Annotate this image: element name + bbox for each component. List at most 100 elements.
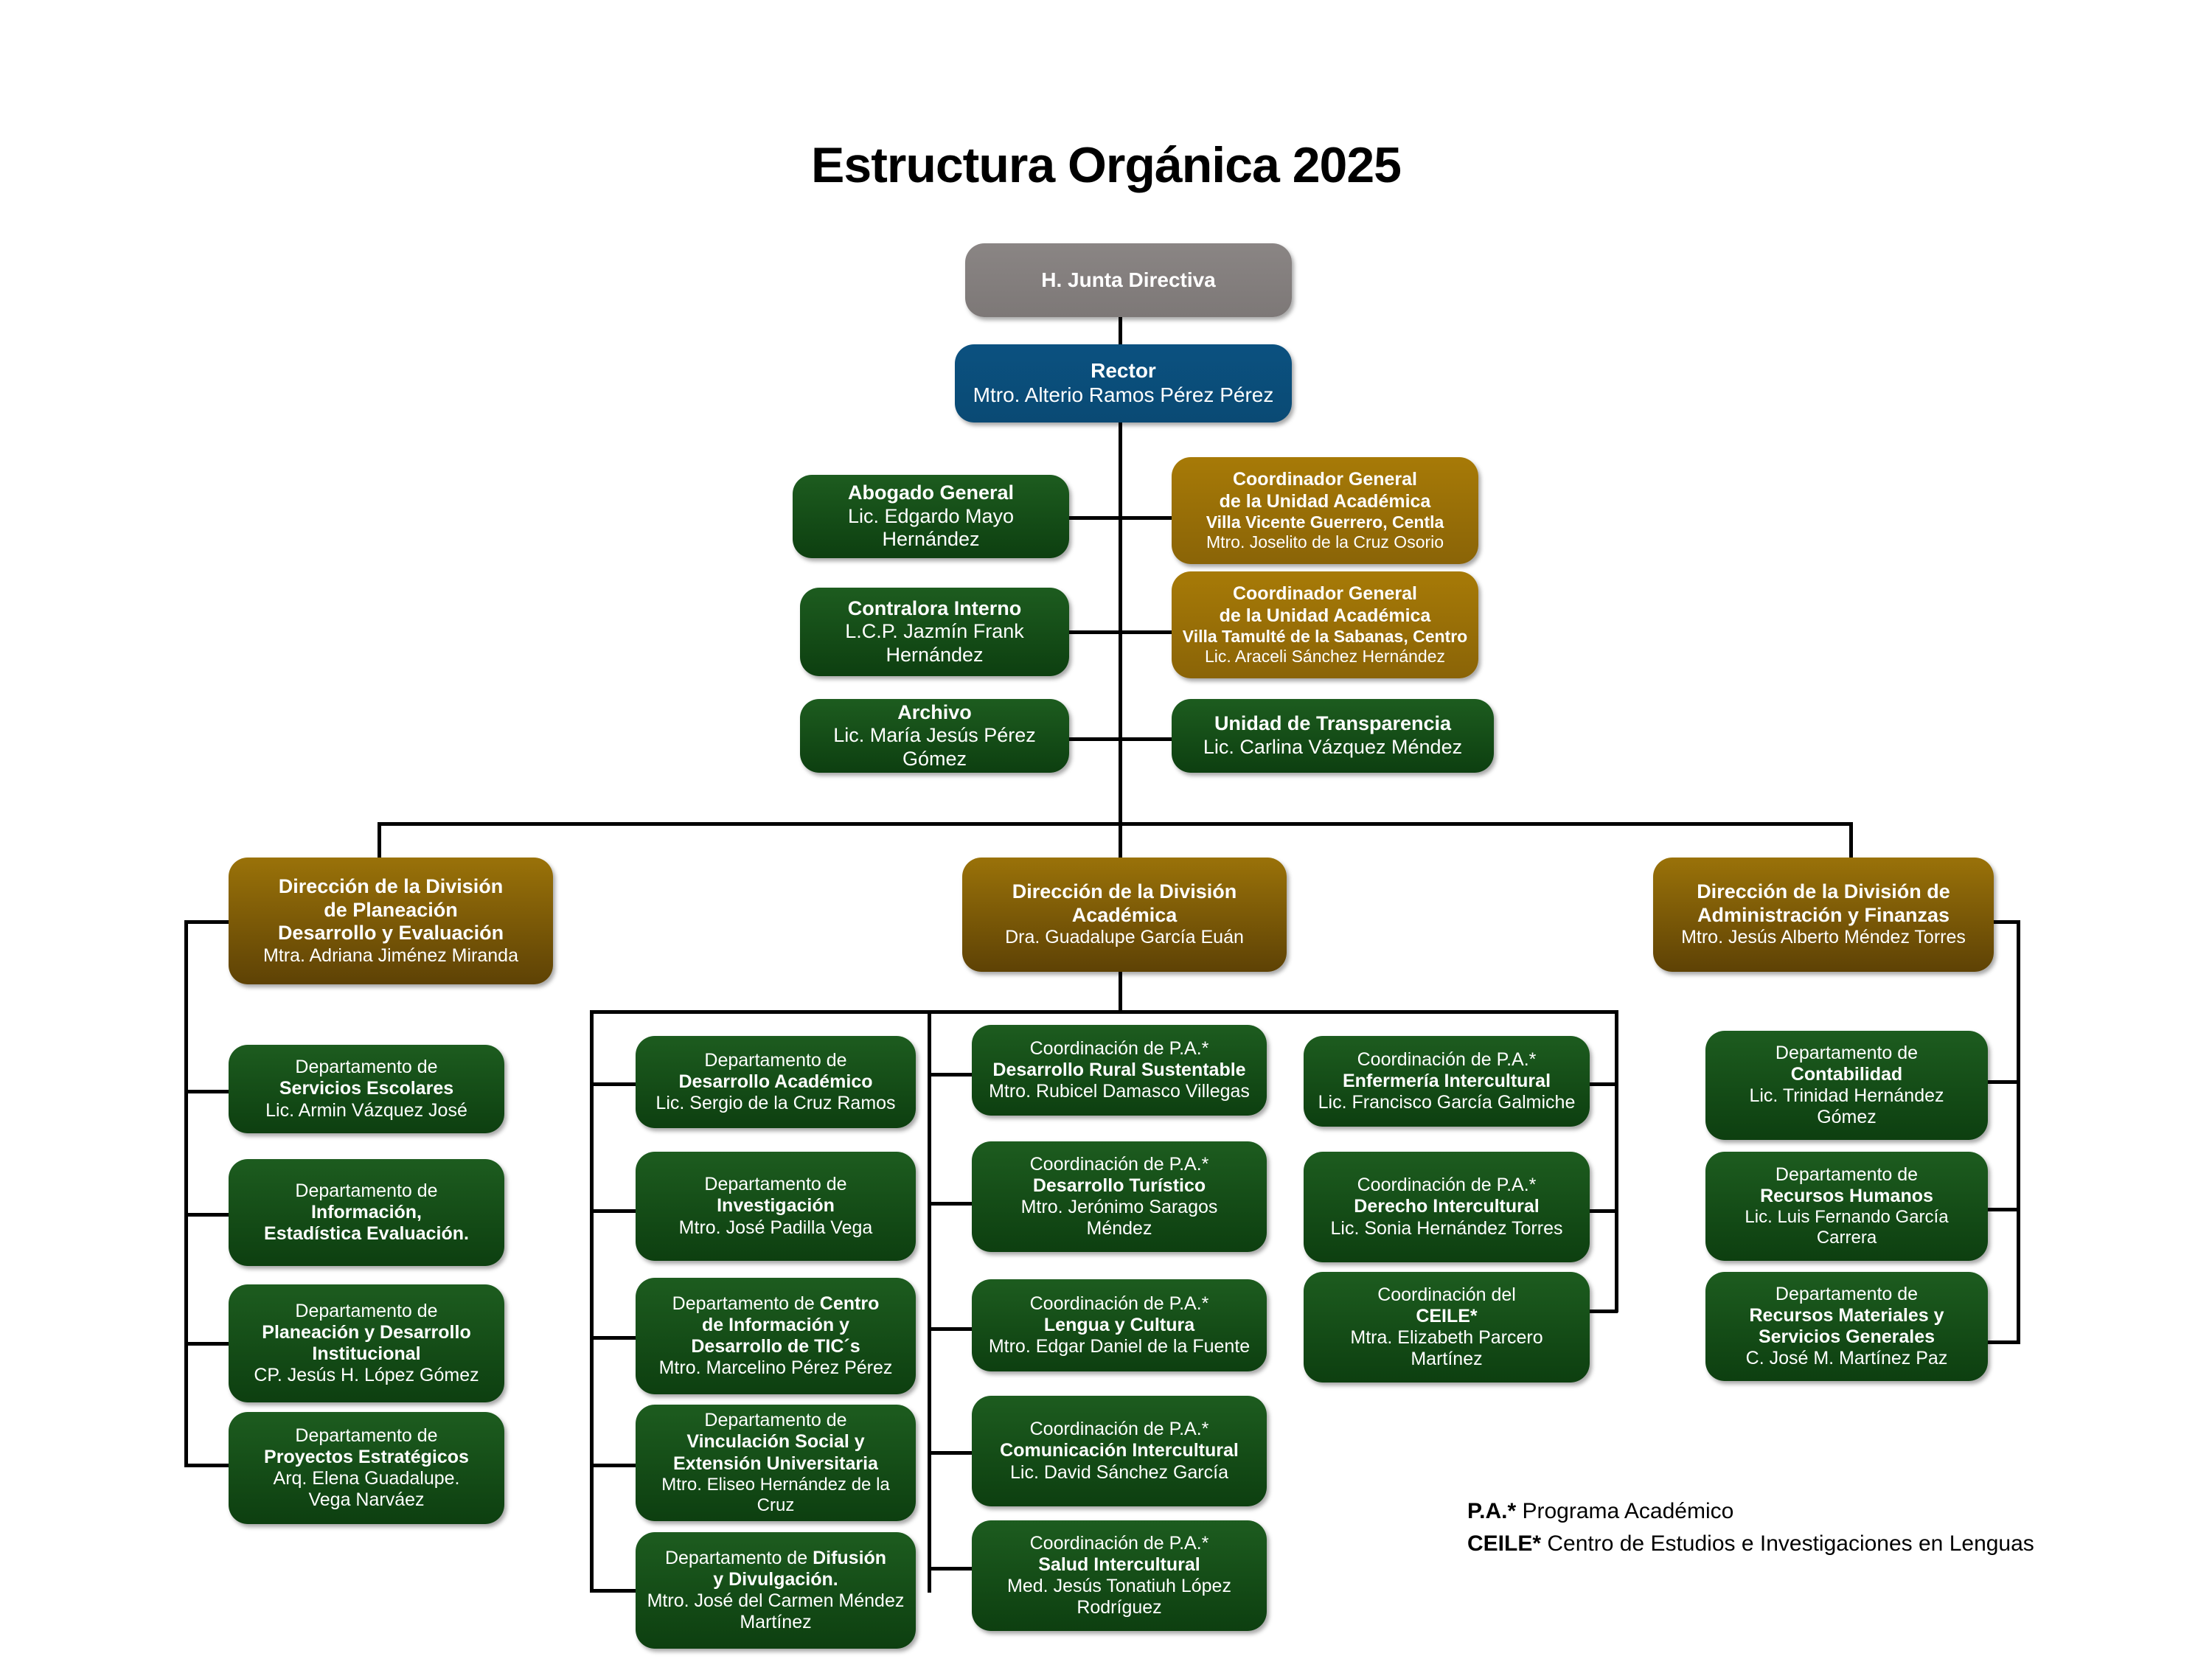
node-coord-desarrollo-turistico[interactable]: Coordinación de P.A.* Desarrollo Turísti… xyxy=(972,1141,1267,1252)
node-dep-planeacion-desarrollo[interactable]: Departamento de Planeación y Desarrollo … xyxy=(229,1284,504,1402)
dep-planeacion-person: CP. Jesús H. López Gómez xyxy=(254,1365,479,1386)
node-coord-ceile[interactable]: Coordinación del CEILE* Mtra. Elizabeth … xyxy=(1304,1272,1590,1382)
node-division-academica[interactable]: Dirección de la División Académica Dra. … xyxy=(962,858,1287,972)
coord-salud-person: Med. Jesús Tonatiuh López xyxy=(1007,1576,1231,1596)
coord-centla-title-1: Coordinador General xyxy=(1232,469,1418,490)
node-dep-informacion-estadistica[interactable]: Departamento de Información, Estadística… xyxy=(229,1159,504,1266)
dep-proyectos-name: Proyectos Estratégicos xyxy=(264,1446,469,1467)
dep-desarrollo-acad-person: Lic. Sergio de la Cruz Ramos xyxy=(655,1093,896,1114)
legend: P.A.* Programa Académico CEILE* Centro d… xyxy=(1467,1495,2034,1559)
abogado-title: Abogado General xyxy=(847,481,1015,504)
node-coord-lengua-cultura[interactable]: Coordinación de P.A.* Lengua y Cultura M… xyxy=(972,1279,1267,1371)
connector-right-spine xyxy=(2017,920,2020,1344)
coord-enfermeria-person: Lic. Francisco García Galmiche xyxy=(1318,1092,1576,1113)
node-coord-comunicacion-intercultural[interactable]: Coordinación de P.A.* Comunicación Inter… xyxy=(972,1396,1267,1506)
transparencia-title: Unidad de Transparencia xyxy=(1214,712,1452,735)
dep-investigacion-name: Investigación xyxy=(717,1195,835,1217)
contralora-person-2: Hernández xyxy=(886,643,984,666)
connector-right-branch-3 xyxy=(1970,1340,2018,1344)
coord-ceile-name: CEILE* xyxy=(1416,1305,1478,1326)
node-dep-vinculacion-social[interactable]: Departamento de Vinculación Social y Ext… xyxy=(636,1405,916,1521)
dep-desarrollo-acad-name: Desarrollo Académico xyxy=(678,1071,873,1092)
coord-salud-person-2: Rodríguez xyxy=(1077,1597,1162,1618)
connector-acad-col2-b1 xyxy=(928,1073,972,1077)
dep-planeacion-name: Planeación y Desarrollo xyxy=(262,1321,471,1343)
connector-acad-col3-spine xyxy=(1615,1010,1618,1312)
dep-tic-line1: Departamento de Centro xyxy=(672,1293,880,1314)
coord-turistico-person: Mtro. Jerónimo Saragos xyxy=(1020,1197,1218,1217)
coord-tamulte-title-2: de la Unidad Académica xyxy=(1219,605,1431,626)
coord-centla-subtitle: Villa Vicente Guerrero, Centla xyxy=(1206,512,1444,532)
dep-tic-person: Mtro. Marcelino Pérez Pérez xyxy=(658,1357,893,1379)
legend-row-pa: P.A.* Programa Académico xyxy=(1467,1495,2034,1528)
coord-rural-name: Desarrollo Rural Sustentable xyxy=(992,1059,1246,1080)
div-academica-line1: Dirección de la División xyxy=(1012,880,1237,903)
connector-right-branch-2 xyxy=(1970,1208,2018,1211)
node-coordinador-tamulte[interactable]: Coordinador General de la Unidad Académi… xyxy=(1172,571,1478,678)
dep-vinculacion-person: Mtro. Eliseo Hernández de la Cruz xyxy=(661,1474,890,1515)
div-admin-line2: Administración y Finanzas xyxy=(1697,903,1950,926)
node-dep-recursos-humanos[interactable]: Departamento de Recursos Humanos Lic. Lu… xyxy=(1705,1152,1988,1261)
node-coordinador-centla[interactable]: Coordinador General de la Unidad Académi… xyxy=(1172,457,1478,564)
connector-left-branch-1 xyxy=(184,1090,232,1093)
node-abogado-general[interactable]: Abogado General Lic. Edgardo Mayo Hernán… xyxy=(793,475,1069,558)
node-division-planeacion[interactable]: Dirección de la División de Planeación D… xyxy=(229,858,553,984)
dep-difusion-person-2: Martínez xyxy=(740,1612,812,1633)
dep-contabilidad-name: Contabilidad xyxy=(1790,1063,1903,1085)
dep-vinculacion-name-2: Extensión Universitaria xyxy=(673,1453,878,1474)
node-dep-recursos-materiales[interactable]: Departamento de Recursos Materiales y Se… xyxy=(1705,1272,1988,1381)
connector-acad-col3-b3 xyxy=(1572,1310,1618,1313)
node-dep-centro-informacion-tic[interactable]: Departamento de Centro de Información y … xyxy=(636,1278,916,1394)
legend-key-pa: P.A.* xyxy=(1467,1499,1517,1523)
dep-servicios-person: Lic. Armin Vázquez José xyxy=(265,1099,467,1121)
div-planeacion-line1: Dirección de la División xyxy=(278,875,504,897)
node-dep-contabilidad[interactable]: Departamento de Contabilidad Lic. Trinid… xyxy=(1705,1031,1988,1140)
node-rector[interactable]: Rector Mtro. Alterio Ramos Pérez Pérez xyxy=(955,344,1292,422)
node-coord-salud-intercultural[interactable]: Coordinación de P.A.* Salud Intercultura… xyxy=(972,1520,1267,1631)
dep-contabilidad-pre: Departamento de xyxy=(1775,1042,1919,1063)
node-archivo[interactable]: Archivo Lic. María Jesús Pérez Gómez xyxy=(800,699,1069,773)
coord-centla-person: Mtro. Joselito de la Cruz Osorio xyxy=(1206,532,1444,552)
coord-enfermeria-pre: Coordinación de P.A.* xyxy=(1357,1048,1537,1070)
connector-staff-right-2 xyxy=(1119,630,1174,634)
dep-investigacion-person: Mtro. José Padilla Vega xyxy=(678,1217,873,1238)
node-coord-derecho-intercultural[interactable]: Coordinación de P.A.* Derecho Intercultu… xyxy=(1304,1152,1590,1262)
coord-tamulte-person: Lic. Araceli Sánchez Hernández xyxy=(1204,646,1446,666)
node-dep-investigacion[interactable]: Departamento de Investigación Mtro. José… xyxy=(636,1152,916,1261)
connector-staff-right-3 xyxy=(1119,737,1174,741)
node-dep-servicios-escolares[interactable]: Departamento de Servicios Escolares Lic.… xyxy=(229,1045,504,1133)
dep-difusion-name-2: y Divulgación. xyxy=(713,1568,838,1590)
coord-salud-name: Salud Intercultural xyxy=(1038,1554,1200,1575)
contralora-title: Contralora Interno xyxy=(847,597,1022,619)
connector-division-drop-center xyxy=(1119,822,1122,864)
node-junta-directiva[interactable]: H. Junta Directiva xyxy=(965,243,1292,317)
coord-rural-pre: Coordinación de P.A.* xyxy=(1029,1037,1209,1059)
node-coord-enfermeria-intercultural[interactable]: Coordinación de P.A.* Enfermería Intercu… xyxy=(1304,1036,1590,1127)
dep-rm-person: C. José M. Martínez Paz xyxy=(1745,1348,1948,1369)
node-dep-desarrollo-academico[interactable]: Departamento de Desarrollo Académico Lic… xyxy=(636,1036,916,1128)
node-dep-difusion-divulgacion[interactable]: Departamento de Difusión y Divulgación. … xyxy=(636,1532,916,1649)
connector-division-drop-left xyxy=(378,822,381,864)
dep-tic-name-3: Desarrollo de TIC´s xyxy=(691,1336,860,1357)
node-coord-desarrollo-rural[interactable]: Coordinación de P.A.* Desarrollo Rural S… xyxy=(972,1025,1267,1116)
connector-right-branch-1 xyxy=(1970,1080,2018,1084)
junta-title: H. Junta Directiva xyxy=(1041,268,1216,291)
dep-rh-person: Lic. Luis Fernando García xyxy=(1745,1207,1949,1228)
dep-proyectos-person: Arq. Elena Guadalupe. xyxy=(273,1468,460,1489)
dep-vinculacion-name: Vinculación Social y xyxy=(686,1431,865,1453)
dep-informacion-name: Información, xyxy=(310,1201,422,1222)
node-unidad-transparencia[interactable]: Unidad de Transparencia Lic. Carlina Váz… xyxy=(1172,699,1494,773)
dep-rh-name: Recursos Humanos xyxy=(1760,1185,1933,1206)
node-dep-proyectos-estrategicos[interactable]: Departamento de Proyectos Estratégicos A… xyxy=(229,1412,504,1524)
connector-division-drop-right xyxy=(1849,822,1853,864)
node-division-administracion[interactable]: Dirección de la División de Administraci… xyxy=(1653,858,1994,972)
connector-acad-col1-b5 xyxy=(590,1589,638,1593)
connector-junta-rector xyxy=(1119,316,1122,352)
node-contralora-interno[interactable]: Contralora Interno L.C.P. Jazmín Frank H… xyxy=(800,588,1069,676)
connector-left-spine-top xyxy=(184,920,229,924)
coord-ceile-pre: Coordinación del xyxy=(1377,1284,1516,1305)
legend-text-pa: Programa Académico xyxy=(1516,1499,1734,1523)
dep-difusion-person: Mtro. José del Carmen Méndez xyxy=(647,1590,905,1611)
coord-turistico-pre: Coordinación de P.A.* xyxy=(1029,1153,1209,1175)
